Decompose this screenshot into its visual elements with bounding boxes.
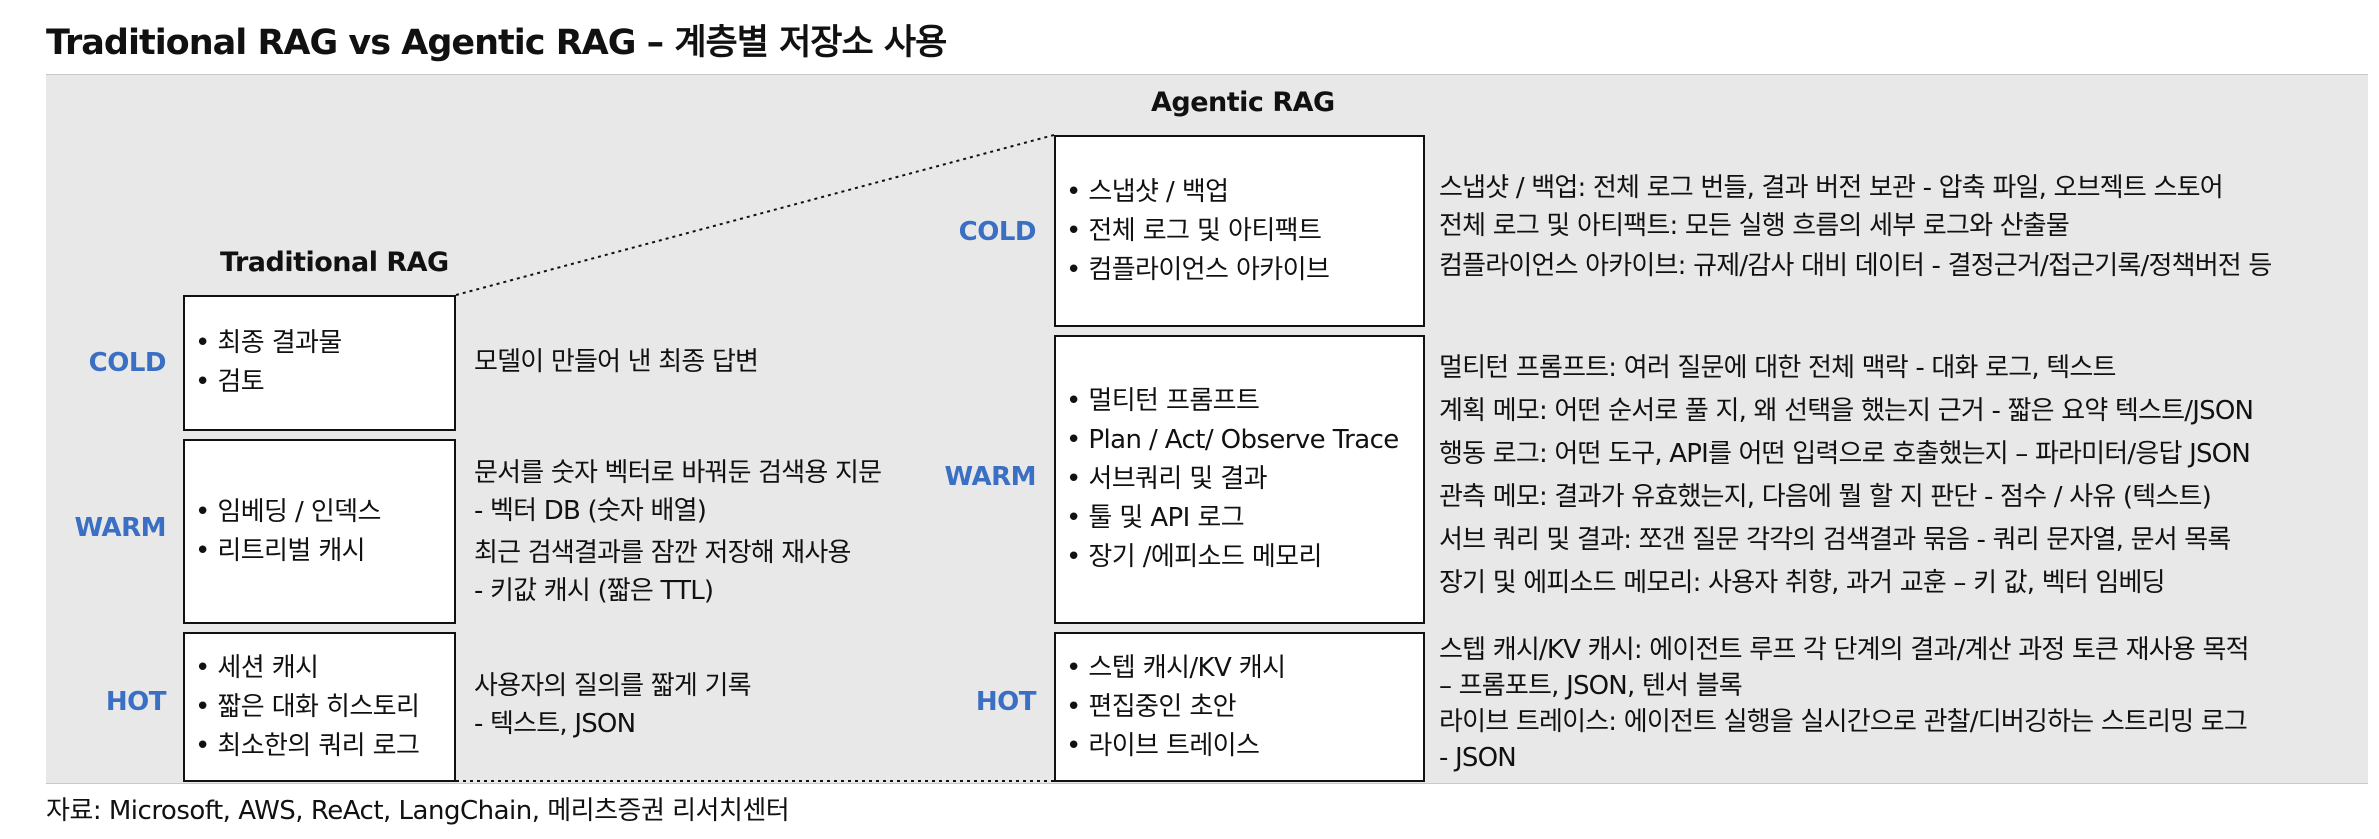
- agentic-warm-desc: 멀티턴 프롬프트: 여러 질문에 대한 전체 맥락 - 대화 로그, 텍스트 계…: [1439, 353, 2254, 598]
- agentic-cold-item: • 스냅샷 / 백업: [1066, 176, 1229, 207]
- agentic-warm-box: • 멀티턴 프롬프트 • Plan / Act/ Observe Trace •…: [1054, 335, 1425, 624]
- trad-hot-item: • 세션 캐시: [195, 652, 319, 683]
- agentic-cold-item: • 전체 로그 및 아티팩트: [1066, 215, 1322, 246]
- trad-cold-item: • 최종 결과물: [195, 328, 342, 358]
- trad-warm-item: • 임베딩 / 인덱스: [195, 496, 381, 527]
- trad-hot-item: • 최소한의 쿼리 로그: [195, 730, 420, 761]
- agentic-hot-item: • 편집중인 초안: [1066, 691, 1237, 722]
- agentic-hot-item: • 스텝 캐시/KV 캐시: [1066, 652, 1286, 683]
- trad-warm-box: • 임베딩 / 인덱스 • 리트리벌 캐시: [183, 439, 456, 624]
- agentic-cold-box: • 스냅샷 / 백업 • 전체 로그 및 아티팩트 • 컴플라이언스 아카이브: [1054, 135, 1425, 327]
- trad-warm-item: • 리트리벌 캐시: [195, 535, 366, 566]
- agentic-hot-label: HOT: [975, 687, 1037, 717]
- trad-hot-desc: 사용자의 질의를 짧게 기록 - 텍스트, JSON: [474, 671, 752, 739]
- agentic-cold-label: COLD: [958, 217, 1037, 247]
- agentic-cold-item: • 컴플라이언스 아카이브: [1066, 254, 1330, 285]
- trad-hot-label: HOT: [105, 687, 167, 717]
- trad-warm-label: WARM: [74, 513, 166, 543]
- agentic-hot-item: • 라이브 트레이스: [1066, 730, 1260, 761]
- page-title: Traditional RAG vs Agentic RAG – 계층별 저장소…: [46, 23, 947, 63]
- agentic-warm-item: • 멀티턴 프롬프트: [1066, 386, 1260, 416]
- agentic-warm-item: • 서브쿼리 및 결과: [1066, 464, 1268, 494]
- agentic-cold-desc: 스냅샷 / 백업: 전체 로그 번들, 결과 버전 보관 - 압축 파일, 오브…: [1439, 173, 2272, 281]
- trad-hot-item: • 짧은 대화 히스토리: [195, 691, 420, 722]
- diagram-panel: Traditional RAG COLD • 최종 결과물 • 검토 모델이 만…: [46, 74, 2368, 784]
- trad-cold-box: • 최종 결과물 • 검토: [183, 295, 456, 431]
- agentic-warm-item: • 장기 /에피소드 메모리: [1066, 542, 1322, 572]
- trad-cold-desc: 모델이 만들어 낸 최종 답변: [474, 347, 759, 377]
- agentic-warm-item: • Plan / Act/ Observe Trace: [1066, 425, 1399, 455]
- agentic-hot-desc: 스텝 캐시/KV 캐시: 에이전트 루프 각 단계의 결과/계산 과정 토큰 재…: [1439, 635, 2250, 773]
- agentic-heading: Agentic RAG: [1151, 87, 1335, 118]
- traditional-heading: Traditional RAG: [220, 247, 449, 278]
- source-note: 자료: Microsoft, AWS, ReAct, LangChain, 메리…: [46, 796, 790, 826]
- agentic-warm-item: • 툴 및 API 로그: [1066, 503, 1245, 533]
- connector-top: [455, 134, 1055, 296]
- agentic-warm-label: WARM: [944, 462, 1036, 492]
- agentic-hot-box: • 스텝 캐시/KV 캐시 • 편집중인 초안 • 라이브 트레이스: [1054, 632, 1425, 782]
- trad-cold-label: COLD: [88, 348, 167, 378]
- connector-lines: [455, 134, 1055, 782]
- trad-cold-item: • 검토: [195, 367, 265, 397]
- trad-warm-desc: 문서를 숫자 벡터로 바꿔둔 검색용 지문 - 벡터 DB (숫자 배열) 최근…: [474, 458, 882, 606]
- trad-hot-box: • 세션 캐시 • 짧은 대화 히스토리 • 최소한의 쿼리 로그: [183, 632, 456, 782]
